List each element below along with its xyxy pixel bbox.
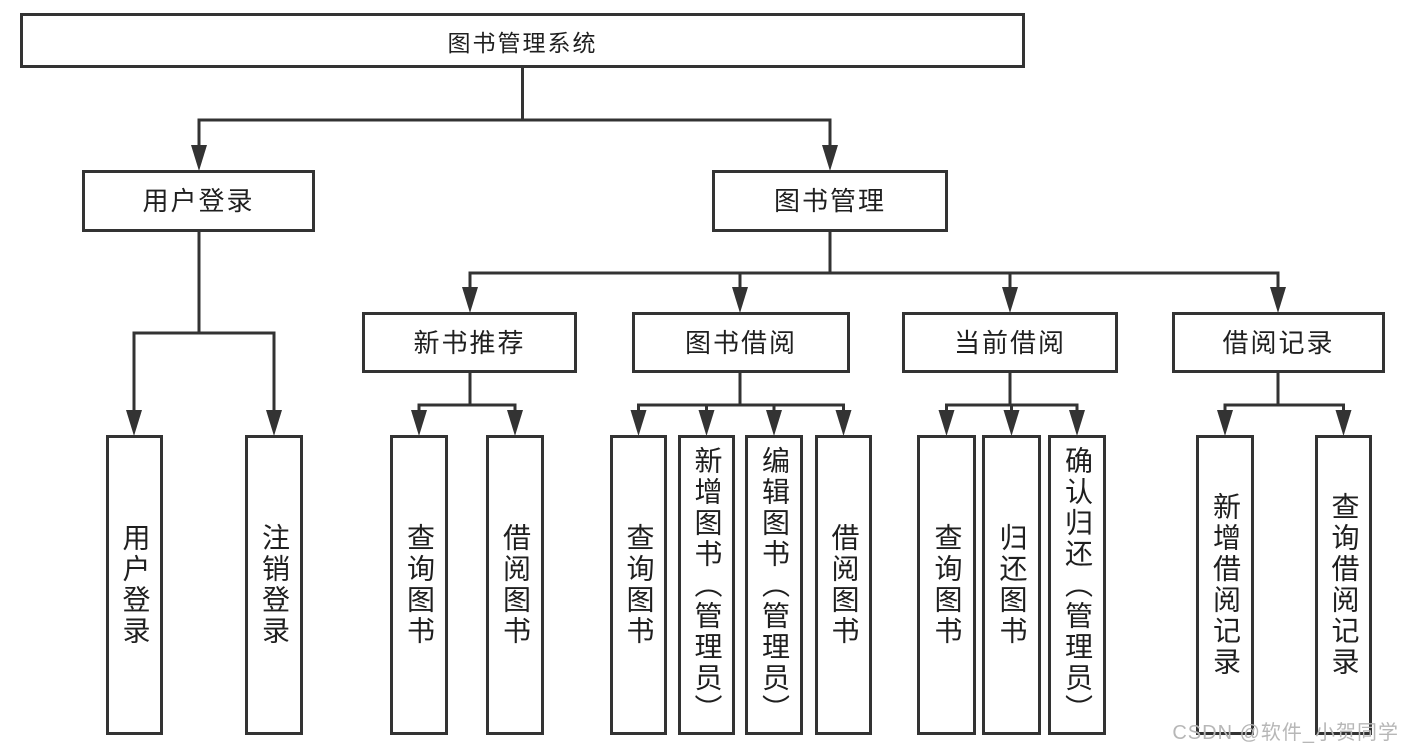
leaf-label: 借阅图书: [500, 523, 531, 647]
leaf-label: 查询图书: [404, 523, 435, 647]
leaf-borrow-books-recommend: 借阅图书: [486, 435, 544, 735]
leaf-user-login: 用户登录: [106, 435, 163, 735]
leaf-label: 借阅图书: [828, 523, 860, 647]
leaf-query-borrow-record: 查询借阅记录: [1315, 435, 1372, 735]
node-label: 用户登录: [142, 186, 255, 216]
leaf-label: 归还图书: [996, 523, 1028, 647]
csdn-watermark: CSDN @软件_小贺同学: [1172, 722, 1399, 744]
leaf-label: 用户登录: [119, 523, 151, 647]
leaf-return-books: 归还图书: [982, 435, 1041, 735]
node-library-management-system: 图书管理系统: [20, 13, 1025, 68]
connector-current-borrow-to-leaves: [938, 372, 1085, 436]
leaf-label: 确认归还（管理员）: [1062, 445, 1093, 725]
node-label: 新书推荐: [413, 327, 526, 358]
leaf-query-books-borrow: 查询图书: [610, 435, 667, 735]
connector-borrow-records-to-leaves: [1217, 372, 1352, 436]
leaf-label: 新增借阅记录: [1210, 492, 1241, 678]
connector-book-management-to-modules: [462, 230, 1286, 313]
node-book-borrowing: 图书借阅: [632, 312, 850, 373]
leaf-label: 查询图书: [931, 523, 963, 647]
leaf-query-books-recommend: 查询图书: [390, 435, 448, 735]
leaf-edit-book-admin: 编辑图书（管理员）: [745, 435, 803, 735]
node-label: 借阅记录: [1222, 327, 1335, 358]
node-label: 图书管理系统: [447, 29, 598, 56]
leaf-confirm-return-admin: 确认归还（管理员）: [1048, 435, 1106, 735]
leaf-logout: 注销登录: [245, 435, 303, 735]
connector-book-borrow-to-leaves: [630, 372, 852, 436]
node-book-management: 图书管理: [712, 170, 948, 232]
node-label: 当前借阅: [953, 327, 1066, 358]
leaf-add-book-admin: 新增图书（管理员）: [678, 435, 735, 735]
node-current-borrowing: 当前借阅: [902, 312, 1118, 373]
leaf-borrow-books-borrow: 借阅图书: [815, 435, 872, 735]
connector-new-book-to-leaves: [411, 372, 523, 436]
node-borrowing-records: 借阅记录: [1172, 312, 1385, 373]
leaf-label: 查询图书: [623, 523, 655, 647]
leaf-label: 新增图书（管理员）: [691, 445, 723, 725]
leaf-query-books-current: 查询图书: [917, 435, 976, 735]
leaf-label: 查询借阅记录: [1328, 492, 1360, 678]
leaf-add-borrow-record: 新增借阅记录: [1196, 435, 1254, 735]
leaf-label: 注销登录: [259, 523, 290, 647]
connector-root-to-branches: [191, 66, 838, 171]
node-new-book-recommendation: 新书推荐: [362, 312, 577, 373]
connector-user-login-to-leaves: [126, 230, 282, 436]
node-label: 图书借阅: [684, 327, 797, 358]
node-user-login: 用户登录: [82, 170, 315, 232]
leaf-label: 编辑图书（管理员）: [759, 445, 790, 725]
node-label: 图书管理: [773, 186, 886, 216]
